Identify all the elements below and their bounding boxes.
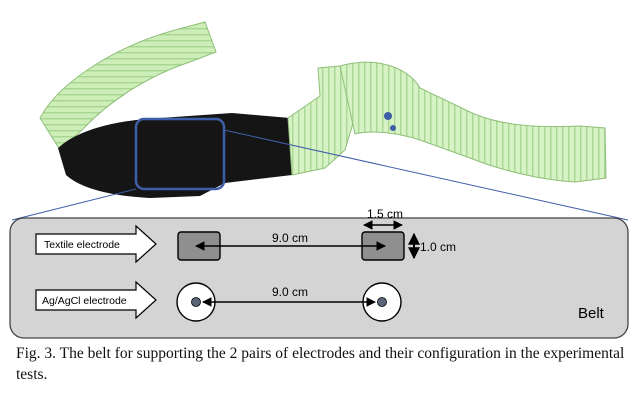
figure-caption: Fig. 3. The belt for supporting the 2 pa… <box>16 345 625 383</box>
projection-line-right <box>223 129 629 221</box>
belt-figure: Textile electrode Ag/AgCl electrode 9.0 … <box>9 21 629 339</box>
electrode-diagram: Textile electrode Ag/AgCl electrode 9.0 … <box>9 207 629 339</box>
electrode-height-label: 1.0 cm <box>420 240 456 254</box>
textile-electrode-label: Textile electrode <box>44 239 120 251</box>
agagcl-gel-right <box>377 297 387 307</box>
agagcl-electrode-label: Ag/AgCl electrode <box>42 295 127 307</box>
electrode-width-label: 1.5 cm <box>367 207 403 221</box>
zoom-box <box>134 117 226 191</box>
belt-black-pad <box>58 113 292 198</box>
belt-strap-right <box>339 61 607 183</box>
agagcl-gel-left <box>191 297 201 307</box>
belt-photo <box>11 21 629 221</box>
projection-line-left <box>11 188 137 221</box>
textile-spacing-label: 9.0 cm <box>272 231 308 245</box>
belt-strap-left <box>39 21 217 151</box>
agagcl-label-arrow <box>35 280 157 320</box>
diagram-panel <box>9 217 629 339</box>
belt-logo-mark <box>384 112 392 120</box>
agagcl-spacing-label: 9.0 cm <box>272 285 308 299</box>
belt-label: Belt <box>578 305 605 322</box>
textile-label-arrow <box>35 224 157 264</box>
